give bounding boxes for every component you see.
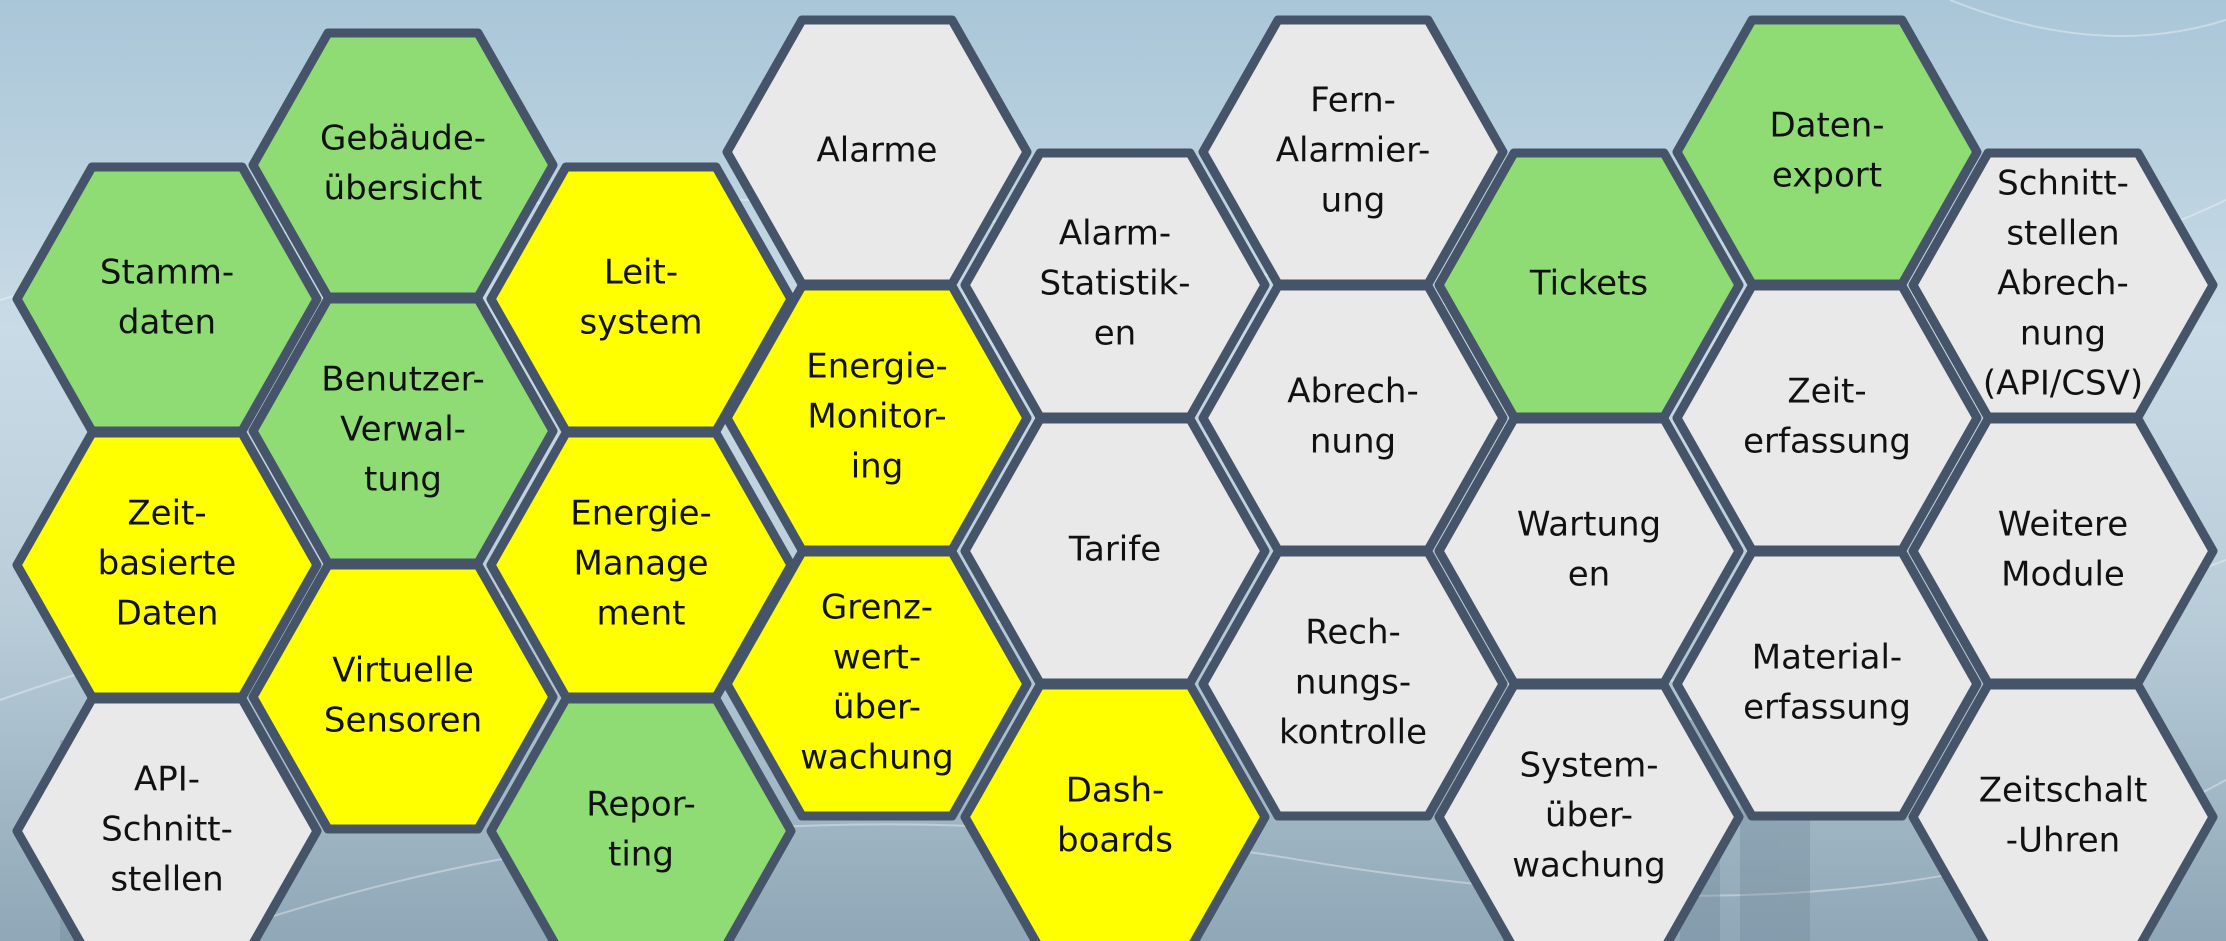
hexagon-shape [960, 680, 1270, 941]
hexagon-shape [486, 694, 796, 941]
hexagon-reporting: Repor-ting [486, 694, 796, 941]
hexagon-label-line: wert- [833, 638, 921, 678]
hexagon-label-line: Benutzer- [321, 360, 485, 400]
hexagon-shape [12, 694, 322, 941]
hexagon-label-line: erfassung [1743, 688, 1911, 728]
hexagon-label-line: Monitor- [807, 397, 946, 437]
hexagon-label-line: ing [851, 447, 904, 487]
hexagon-label-line: API- [134, 760, 200, 800]
hexagon-label-line: nung [2020, 314, 2106, 354]
hexagon-systemueberwachung: System-über-wachung [1434, 680, 1744, 941]
hexagon-label-line: (API/CSV) [1983, 364, 2143, 404]
hexagon-grenzwertueberwachung: Grenz-wert-über-wachung [722, 547, 1032, 821]
hexagon-shape [722, 547, 1032, 821]
hexagon-shape [1434, 680, 1744, 941]
hexagon-label-line: Statistik- [1040, 264, 1191, 304]
hexagon-label-line: Schnitt- [101, 810, 233, 850]
hexagon-label-line: stellen [110, 860, 223, 900]
hexagon-label-line: Sensoren [324, 701, 482, 741]
hexagon-label-line: Zeitschalt [1979, 771, 2148, 811]
hexagon-datenexport: Daten-export [1672, 15, 1982, 289]
hexagon-label-line: Daten- [1769, 106, 1884, 146]
hexagon-label-line: Schnitt- [1997, 164, 2129, 204]
hexagon-label-line: stellen [2006, 214, 2119, 254]
hexagon-label-line: Alarmier- [1276, 131, 1430, 171]
hexagon-label-line: en [1568, 555, 1610, 595]
hexagon-label-line: Abrech- [1287, 372, 1419, 412]
hexagon-label-line: Repor- [586, 785, 695, 825]
hexagon-label-line: ung [1321, 181, 1386, 221]
hexagon-label-line: Manage [573, 544, 708, 584]
hexagon-label-line: Tickets [1529, 264, 1648, 304]
hexagon-label-line: Daten [116, 594, 219, 634]
hexagon-shape [1198, 547, 1508, 821]
hexagon-rechnungskontrolle: Rech-nungs-kontrolle [1198, 547, 1508, 821]
hexagon-label-line: Tarife [1068, 530, 1161, 570]
hexagon-api-schnittstellen: API- Schnitt-stellen [12, 694, 322, 941]
hexagon-label-line: nung [1310, 422, 1396, 462]
hexagon-label-line: Zeit- [1787, 372, 1866, 412]
hexagon-label-line: boards [1057, 821, 1173, 861]
hexagon-label-line: Alarm- [1059, 214, 1171, 254]
hexagon-label-line: Leit- [604, 253, 678, 293]
hexagon-label-line: Verwal- [340, 410, 466, 450]
hexagon-shape [1908, 680, 2218, 941]
hexagon-label-line: system [580, 303, 703, 343]
hexagon-label-line: wachung [800, 738, 954, 778]
hexagon-label-line: Alarme [817, 131, 938, 171]
hexagon-alarme: Alarme [722, 15, 1032, 289]
hexagon-label-line: Grenz- [821, 588, 933, 628]
hexagon-label-line: Virtuelle [332, 651, 474, 691]
hexagon-label-line: Energie- [806, 347, 948, 387]
hexagon-label-line: Energie- [570, 494, 712, 534]
hexagon-zeiterfassung: Zeit-erfassung [1672, 281, 1982, 555]
hexagon-label-line: en [1094, 314, 1136, 354]
hexagon-label-line: Stamm- [100, 253, 234, 293]
hexagon-label-line: -Uhren [2006, 821, 2120, 861]
hexagon-label-line: über- [833, 688, 921, 728]
hexagon-label-line: über- [1545, 796, 1633, 836]
hexagon-label-line: Abrech- [1997, 264, 2129, 304]
hexagon-label-line: kontrolle [1279, 713, 1427, 753]
hexagon-materialerfassung: Material-erfassung [1672, 547, 1982, 821]
hexagon-gebaeudeuebersicht: Gebäude-übersicht [248, 28, 558, 302]
hexagon-alarm-statistiken: Alarm- Statistik-en [960, 148, 1270, 422]
hexagon-label-line: nungs- [1295, 663, 1411, 703]
hexagon-label-line: Gebäude- [320, 119, 486, 159]
hexagon-abrechnung: Abrech-nung [1198, 281, 1508, 555]
hexagon-shape [248, 560, 558, 834]
hexagon-label-line: Fern- [1310, 81, 1396, 121]
hexagon-label-line: tung [364, 460, 442, 500]
hexagon-label-line: Weitere [1998, 505, 2128, 545]
hexagon-label-line: Zeit- [127, 494, 206, 534]
hexagon-label-line: System- [1519, 746, 1658, 786]
hexagon-wartungen: Wartung en [1434, 414, 1744, 688]
hexagon-label-line: daten [118, 303, 216, 343]
hexagon-tickets: Tickets [1434, 148, 1744, 422]
hexagon-label-line: ment [597, 594, 686, 634]
hexagon-label-line: erfassung [1743, 422, 1911, 462]
hexagon-zeitschaltuhren: Zeitschalt -Uhren [1908, 680, 2218, 941]
hexagon-label-line: Module [2001, 555, 2125, 595]
hexagon-label-line: basierte [98, 544, 237, 584]
hexagon-label-line: wachung [1512, 846, 1666, 886]
hexagon-label-line: übersicht [324, 169, 483, 209]
hexagon-label-line: Rech- [1305, 613, 1401, 653]
hexagon-label-line: Wartung [1517, 505, 1661, 545]
hexagon-label-line: Material- [1752, 638, 1902, 678]
hexagon-label-line: export [1772, 156, 1882, 196]
hexagon-dashboards: Dash-boards [960, 680, 1270, 941]
hexagon-shape [1672, 547, 1982, 821]
hexagon-label-line: Dash- [1066, 771, 1165, 811]
hexagon-label-line: ting [608, 835, 674, 875]
hexagon-tarife: Tarife [960, 414, 1270, 688]
